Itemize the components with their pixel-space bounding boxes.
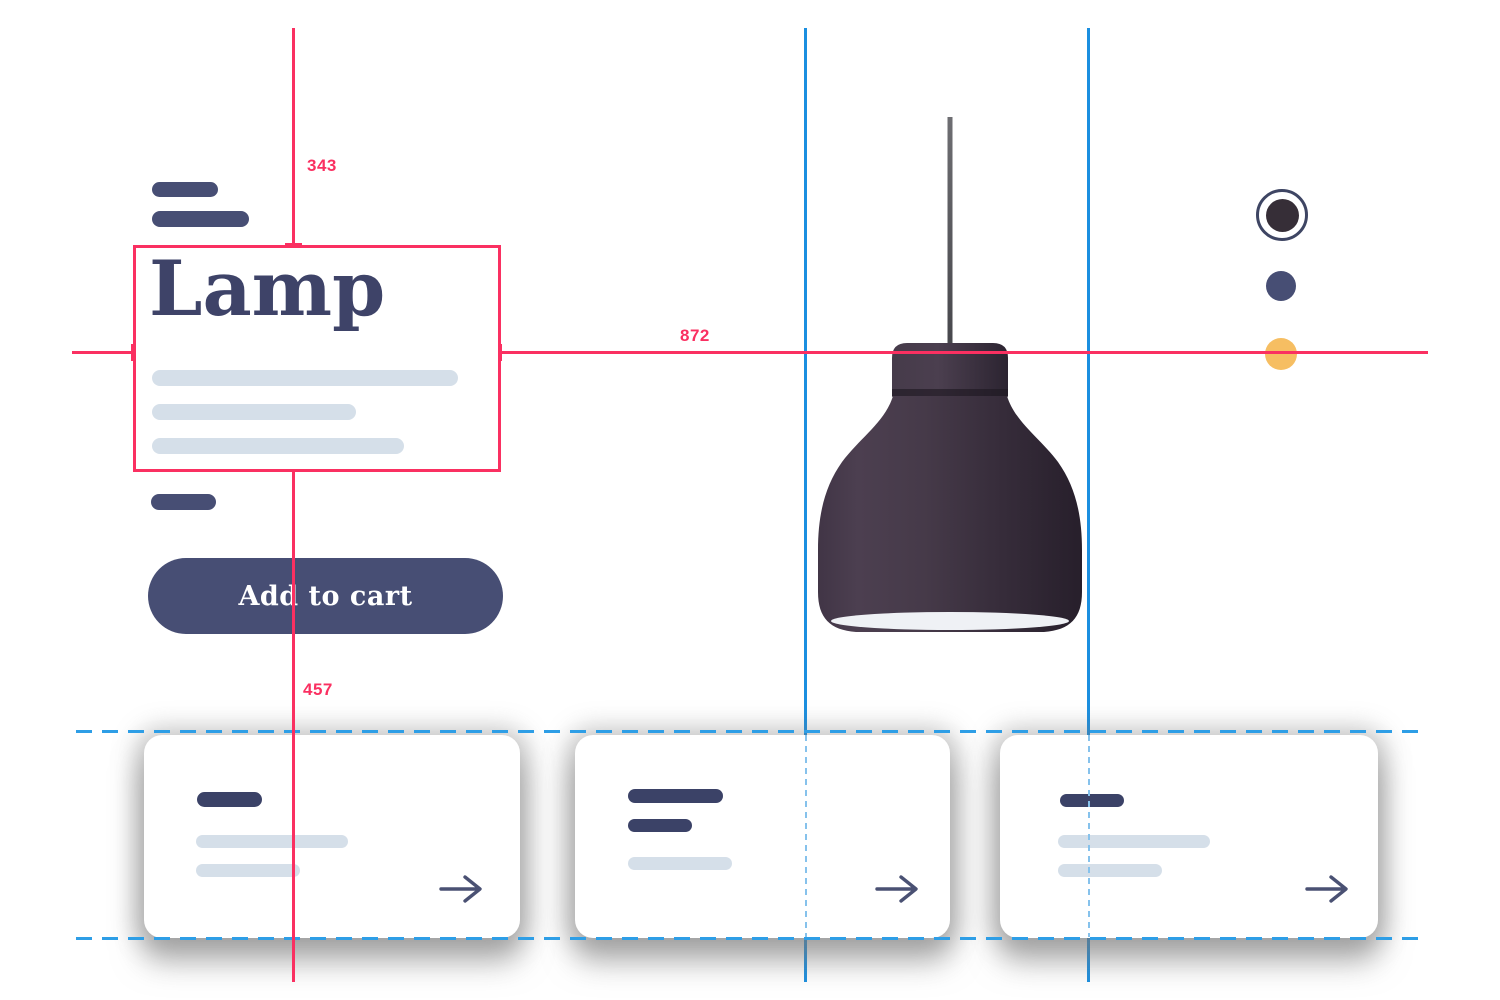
- measurement-line-vertical: [292, 28, 295, 245]
- color-swatch-navy[interactable]: [1266, 271, 1296, 301]
- text-placeholder-line: [152, 182, 218, 197]
- arrow-right-icon[interactable]: [1304, 874, 1350, 904]
- lamp-shade: [818, 396, 1082, 632]
- add-to-cart-label: Add to cart: [238, 580, 413, 612]
- measurement-line-horizontal: [72, 351, 133, 354]
- color-swatch-ring-fill: [1265, 198, 1299, 232]
- product-title: Lamp: [149, 244, 386, 333]
- horizontal-dashed-guide: [76, 730, 1428, 733]
- vertical-dashed-guide-overlay: [805, 735, 807, 937]
- feature-card[interactable]: [1000, 735, 1378, 938]
- color-swatch-yellow[interactable]: [1265, 338, 1297, 370]
- text-placeholder-line: [151, 494, 216, 510]
- card-text-placeholder: [1058, 864, 1162, 877]
- arrow-right-icon[interactable]: [874, 874, 920, 904]
- measurement-tick: [499, 344, 502, 361]
- measurement-tick: [131, 344, 134, 361]
- feature-card[interactable]: [575, 735, 950, 938]
- card-text-placeholder: [628, 857, 732, 870]
- color-swatch-ring[interactable]: [1256, 189, 1308, 241]
- dimension-label: 457: [303, 680, 333, 699]
- measurement-tick: [285, 243, 302, 246]
- vertical-guide-line: [804, 28, 807, 982]
- dimension-label: 343: [307, 156, 337, 175]
- text-placeholder-line: [152, 404, 356, 420]
- lamp-cap: [892, 343, 1008, 396]
- card-text-placeholder: [1058, 835, 1210, 848]
- text-placeholder-line: [152, 370, 458, 386]
- pendant-lamp-image: [818, 117, 1082, 632]
- card-title-placeholder: [628, 819, 692, 832]
- vertical-dashed-guide-overlay: [1088, 735, 1090, 937]
- horizontal-dashed-guide: [76, 937, 1428, 940]
- measurement-tick: [285, 469, 302, 472]
- dimension-label: 872: [680, 326, 710, 345]
- card-title-placeholder: [197, 792, 262, 807]
- lamp-cord: [947, 117, 953, 345]
- card-title-placeholder: [628, 789, 723, 803]
- add-to-cart-button[interactable]: Add to cart: [148, 558, 503, 634]
- card-text-placeholder: [196, 864, 300, 877]
- text-placeholder-line: [152, 438, 404, 454]
- lamp-inner-rim: [831, 612, 1069, 630]
- measurement-line-horizontal: [501, 351, 1428, 354]
- measurement-line-vertical: [292, 472, 295, 982]
- measurement-selection-box: [133, 245, 501, 472]
- feature-card[interactable]: [144, 735, 520, 938]
- text-placeholder-line: [152, 211, 249, 227]
- arrow-right-icon[interactable]: [438, 874, 484, 904]
- vertical-guide-line: [1087, 28, 1090, 982]
- card-text-placeholder: [196, 835, 348, 848]
- card-title-placeholder: [1060, 794, 1124, 807]
